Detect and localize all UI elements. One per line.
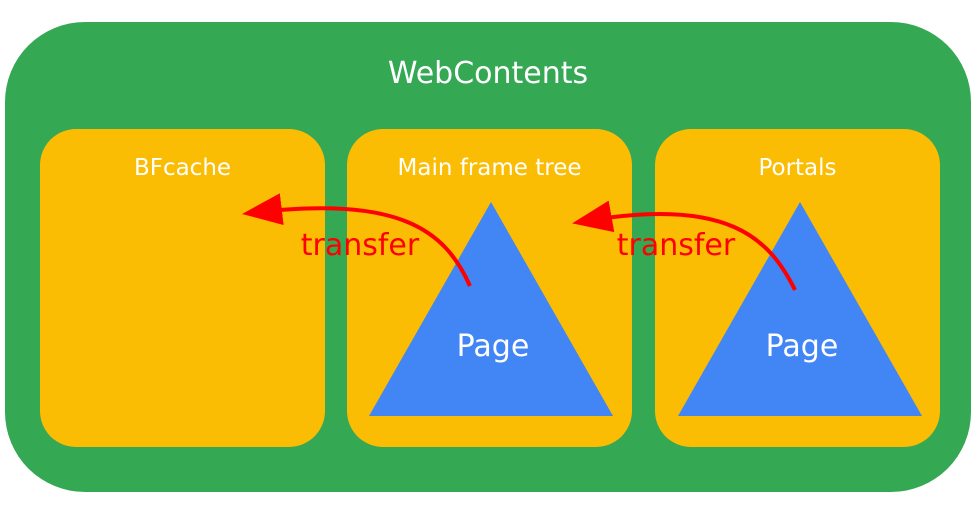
transfer-label-1: transfer [301,228,420,263]
portals-page-triangle [678,202,922,416]
bfcache-label: BFcache [133,155,232,181]
transfer-arrow-to-main-frame [572,200,797,291]
transfer-arrow-to-bfcache [242,193,472,287]
transfer-label-2: transfer [617,228,736,263]
portals-page-label: Page [766,329,839,364]
portals-label: Portals [758,155,837,181]
webcontents-label: WebContents [387,56,589,91]
main-frame-page-label: Page [457,329,530,364]
main-frame-tree-label: Main frame tree [397,155,582,181]
main-frame-page-triangle [369,202,613,416]
bfcache-box [40,129,325,447]
